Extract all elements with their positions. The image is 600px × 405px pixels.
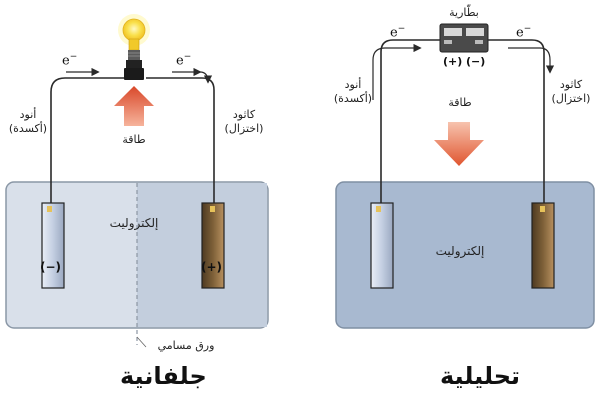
cathode-terminal (210, 206, 215, 212)
battery-minus-label: (−) (466, 55, 486, 68)
electrolytic-cathode-electrode (531, 202, 555, 289)
electrolytic-anode-electrode (370, 202, 394, 289)
energy-arrow-down-icon (434, 122, 484, 166)
electrolytic-electrolyte-label: إلكتروليت (435, 244, 485, 258)
light-bulb-icon (118, 14, 150, 80)
electrolytic-electron-right-label: e− (516, 24, 532, 41)
electrolytic-electron-arrow-left (372, 43, 422, 100)
porous-membrane-label: ورق مسامي (157, 339, 215, 352)
electrolytic-tank (335, 181, 595, 329)
galvanic-title: جلفانية (120, 362, 207, 390)
energy-arrow-up-icon (114, 86, 154, 126)
electrolytic-anode-terminal (376, 206, 381, 212)
electrolytic-energy-label: طاقة (448, 96, 472, 109)
cathode-sign-positive: (+) (201, 260, 223, 274)
membrane-pointer (136, 336, 147, 348)
electrolytic-electron-left-label: e− (390, 24, 406, 41)
anode-sign-negative: (−) (40, 260, 62, 274)
galvanic-electrolyte-label: إلكتروليت (109, 216, 159, 230)
galvanic-cell (5, 14, 269, 348)
battery-label: بطّارية (449, 6, 479, 19)
galvanic-anode-label: أنود (أكسدة) (8, 108, 48, 135)
electrolytic-wire-right (488, 39, 545, 205)
galvanic-electron-left-label: e− (62, 52, 78, 69)
battery-icon (439, 23, 489, 53)
electron-arrow-right-down (199, 71, 213, 84)
electrolytic-title: تحليلية (440, 362, 521, 390)
electrolytic-wire-left (380, 39, 440, 205)
galvanic-anode-electrode (41, 202, 65, 289)
galvanic-cathode-electrode (201, 202, 225, 289)
galvanic-cathode-label: كاثود (اختزال) (224, 108, 264, 135)
battery-plus-label: (+) (443, 55, 463, 68)
electrolytic-cell (335, 23, 595, 329)
galvanic-electron-right-label: e− (176, 52, 192, 69)
anode-terminal (47, 206, 52, 212)
electrolytic-cathode-terminal (540, 206, 545, 212)
galvanic-wire-left (50, 77, 124, 205)
galvanic-energy-label: طاقة (122, 133, 146, 146)
electrolytic-electron-arrow-right (508, 47, 555, 74)
electrolytic-cathode-label: كاثود (اختزال) (551, 78, 591, 105)
electrolytic-anode-label: أنود (أكسدة) (333, 78, 373, 105)
